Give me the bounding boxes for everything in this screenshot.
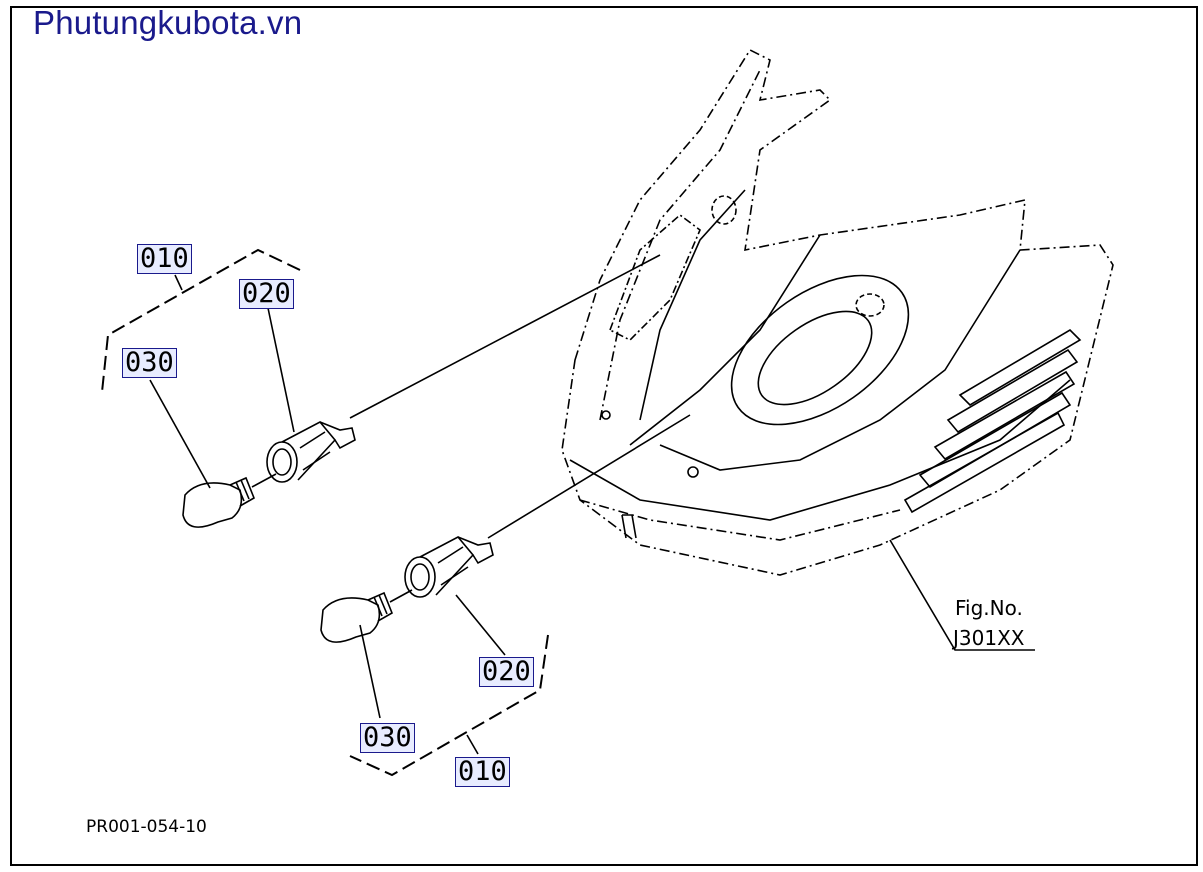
leader-upper-030 [149,379,211,489]
callout-upper-socket-020[interactable]: 020 [239,279,294,309]
hood-ridge-left [599,69,761,421]
hood-ridge-inner [639,189,746,421]
leader-lower-010 [466,734,479,755]
bulb-to-socket-lower [389,589,413,603]
bracket-lower-set [349,634,549,777]
hood-bolt-left [601,410,611,420]
hood-lower-edge [579,499,901,541]
guide-line-upper [349,254,661,419]
hood-notch [621,514,637,539]
site-title[interactable]: Phutungkubota.vn [33,4,303,41]
bulb-to-socket-upper [251,473,277,488]
hood-snout [629,234,1021,471]
callout-upper-set-010[interactable]: 010 [137,244,192,274]
left-recess [608,213,701,341]
leader-lower-020 [455,594,506,656]
hood-vents [903,328,1082,514]
headlight-socket-hole [855,293,885,317]
bracket-upper-set [101,248,301,393]
callout-lower-set-010[interactable]: 010 [455,757,510,787]
hood-outline [561,48,1114,576]
callout-lower-socket-020[interactable]: 020 [479,657,534,687]
leader-upper-010 [174,274,183,291]
hood-front-edge [569,379,1071,521]
upper-bulb [182,476,256,528]
fig-leader-line [889,539,1035,651]
fig-label: Fig.No. [955,596,1023,620]
fig-number: J301XX [953,626,1025,650]
page-code: PR001-054-10 [86,817,207,837]
callout-lower-bulb-030[interactable]: 030 [360,723,415,753]
hood-bolt [687,466,699,478]
diagram-frame [10,6,1198,866]
left-socket-hole [711,195,737,225]
lower-bulb [320,591,394,643]
callout-upper-bulb-030[interactable]: 030 [122,348,177,378]
leader-lower-030 [359,624,381,719]
guide-line-lower [487,414,691,539]
headlight-recess-inner [757,310,873,406]
headlight-recess-outer [730,274,910,426]
leader-upper-020 [267,307,295,433]
lower-socket [404,535,494,598]
upper-socket [266,420,356,483]
